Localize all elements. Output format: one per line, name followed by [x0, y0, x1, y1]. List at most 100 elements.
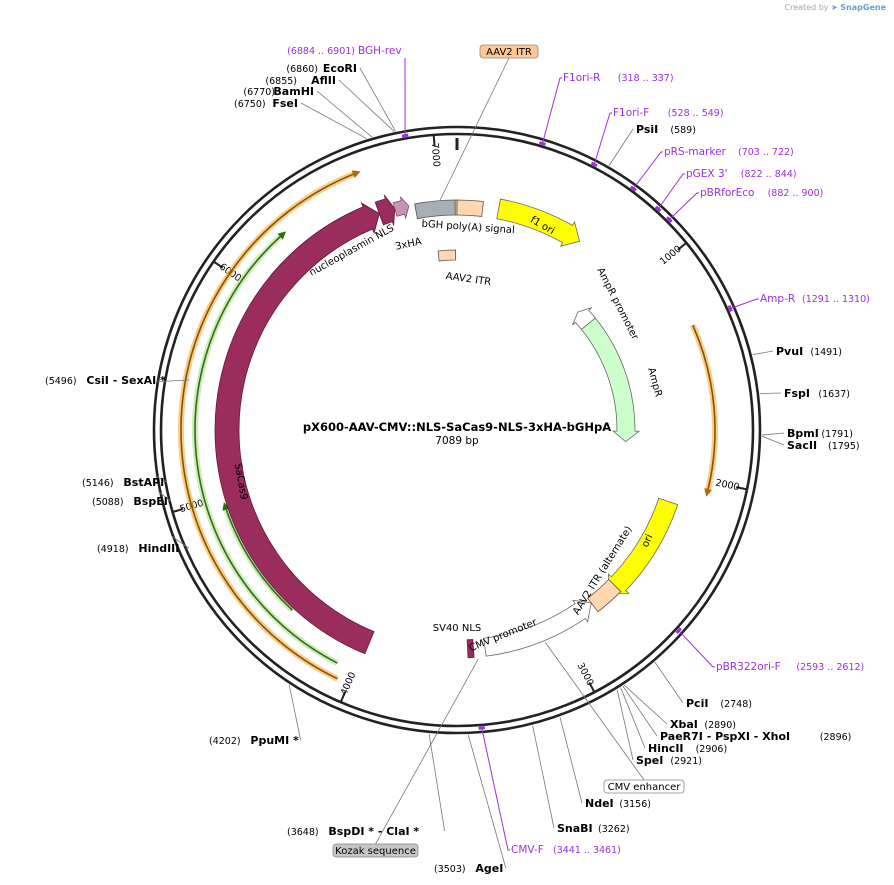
site-leader: [761, 435, 785, 446]
feature-ampr: [580, 317, 641, 443]
primer-mark: [727, 304, 733, 312]
primer-mark: [401, 133, 409, 138]
primer-mark: [666, 216, 673, 223]
site-position: (4202): [209, 736, 241, 747]
site-position: (1791): [821, 429, 853, 440]
box-leader: [544, 642, 645, 781]
site-name: PvuI: [776, 345, 803, 358]
ruler-tick: [677, 242, 687, 251]
site-leader: [620, 687, 646, 749]
site-leader: [559, 716, 583, 804]
site-leader: [170, 535, 189, 549]
site-name: SnaBI: [557, 822, 593, 835]
ruler-tick: [588, 681, 596, 693]
site-position: (6860): [286, 64, 318, 75]
feature-label-3xha: 3xHA: [394, 236, 423, 252]
site-leader: [300, 102, 367, 140]
feature-itr-top: [456, 199, 484, 217]
primer-name: Amp-R: [760, 293, 795, 305]
primer-range: (822 .. 844): [741, 169, 797, 180]
primer-name: F1ori-F: [613, 107, 649, 119]
site-name: AgeI: [475, 862, 503, 875]
site-name: CsiI - SexAI *: [86, 374, 166, 387]
snapgene-logo-icon: ➤: [831, 3, 838, 12]
primer-range: (882 .. 900): [768, 188, 824, 199]
credit-brand: SnapGene: [840, 3, 886, 12]
primer-range: (703 .. 722): [738, 147, 794, 158]
feature-cmv-promoter: [483, 599, 592, 657]
site-leader: [157, 491, 171, 502]
site-leader: [428, 733, 445, 832]
primer-leader: [541, 77, 562, 144]
site-position: (5146): [82, 478, 114, 489]
primer-range: (528 .. 549): [668, 108, 724, 119]
primer-range: (3441 .. 3461): [553, 845, 621, 856]
ruler-tick: [339, 691, 346, 703]
site-position: (2921): [670, 756, 702, 767]
site-position: (5088): [92, 497, 124, 508]
site-leader: [761, 432, 785, 436]
site-position: (3156): [619, 799, 651, 810]
site-position: (1491): [810, 347, 842, 358]
site-position: (6750): [234, 99, 266, 110]
feature-label-ampr: AmpR: [645, 366, 663, 398]
primer-name: pBR322ori-F: [716, 661, 781, 673]
orf-ampr-line: [691, 324, 716, 497]
primer-name: CMV-F: [511, 844, 544, 856]
site-leader: [155, 379, 190, 383]
ruler-label: 7000: [429, 142, 442, 167]
primer-mark: [538, 141, 546, 146]
site-leader: [622, 685, 658, 737]
site-leader: [316, 90, 373, 138]
orf-green-short-line: [222, 502, 293, 611]
site-name: NdeI: [585, 797, 614, 810]
feature-label-sv40-nls: SV40 NLS: [433, 623, 482, 634]
plasmid-name: pX600-AAV-CMV::NLS-SaCas9-NLS-3xHA-bGHpA: [303, 420, 611, 434]
box-kozak-sequence: [332, 843, 419, 858]
ruler-tick: [213, 260, 224, 269]
box-label: CMV enhancer: [608, 782, 682, 793]
primer-name: pRS-marker: [664, 146, 727, 158]
site-leader: [759, 392, 782, 394]
ruler-tick: [736, 486, 748, 491]
site-position: (2890): [704, 720, 736, 731]
feature-itr-inner: [437, 249, 457, 262]
primer-leader: [481, 727, 510, 851]
site-name: SacII: [787, 439, 817, 452]
primer-mark: [629, 185, 637, 192]
box-leader: [439, 57, 510, 201]
plasmid-size: 7089 bp: [435, 435, 479, 447]
site-leader: [654, 661, 684, 704]
site-name: AflII: [311, 74, 336, 87]
ruler-label: 2000: [714, 478, 740, 494]
site-position: (6855): [265, 76, 297, 87]
box-label: AAV2 ITR: [486, 47, 532, 58]
primer-range: (1291 .. 1310): [802, 294, 870, 305]
site-name: HindIII: [138, 542, 179, 555]
primer-name: F1ori-R: [563, 72, 600, 84]
site-leader: [532, 725, 555, 829]
site-layer: EcoRI(6860)AflII(6855)BamHI(6770)FseI(67…: [45, 62, 860, 875]
primer-mark: [654, 205, 662, 213]
site-name: BspDI * - ClaI *: [328, 825, 419, 838]
feature-f1ori: [496, 198, 581, 247]
site-position: (6770): [243, 87, 275, 98]
site-name: FspI: [784, 387, 810, 400]
feature-label-aav2-itr-inner: AAV2 ITR: [445, 271, 492, 288]
feature-sv40-nls: [466, 638, 475, 659]
site-position: (3503): [434, 864, 466, 875]
site-position: (2748): [720, 699, 752, 710]
feature-bgh-polya: [414, 199, 456, 220]
primer-leader: [668, 192, 699, 220]
primer-range: (6884 .. 6901): [287, 46, 355, 57]
site-position: (1795): [828, 441, 860, 452]
box-cmv-enhancer: [603, 779, 685, 794]
primer-leader: [593, 112, 612, 165]
ruler-label: 3000: [575, 661, 596, 688]
site-name: BpmI: [787, 427, 819, 440]
primer-name: pGEX 3': [686, 168, 728, 180]
orf-green-line: [194, 231, 338, 664]
primer-leader: [730, 298, 759, 309]
